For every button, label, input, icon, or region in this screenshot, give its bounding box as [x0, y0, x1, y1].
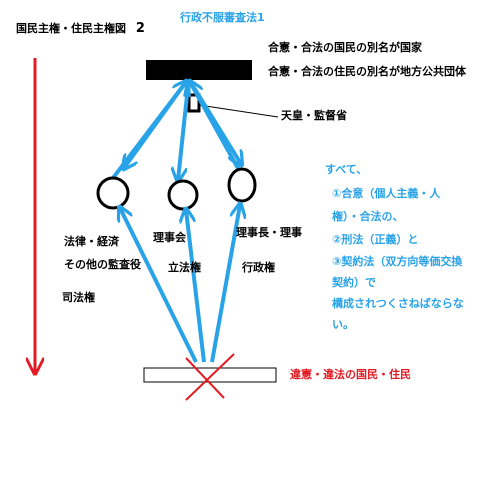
judicial-label: 司法権: [62, 291, 95, 304]
chair-label: 理事長・理事: [236, 226, 302, 239]
note-line: 権）・合法の、: [332, 210, 404, 223]
page-title-number: 2: [135, 21, 145, 36]
red-x-line-b: [185, 353, 235, 401]
local-government-label: 合憲・合法の住民の別名が地方公共団体: [268, 65, 466, 78]
left-label-a: 法律・経済: [64, 235, 119, 248]
note-line: い。: [332, 318, 354, 331]
arrow-bottom-to-judicial: [120, 208, 198, 363]
note-line: 契約）で: [332, 276, 376, 289]
emperor-label: 天皇・監督省: [281, 109, 347, 122]
note-line: 構成されつくさねばならな: [332, 297, 464, 310]
bottom-box: [143, 367, 277, 383]
note-line: すべて、: [325, 163, 368, 176]
page-title: 国民主権・住民主権図 2: [16, 21, 145, 36]
arrow-right-circle-to-top: [190, 82, 242, 173]
red-x-line-a: [185, 357, 225, 399]
circle-judicial: [96, 176, 130, 210]
arrow-bottom-to-legislative: [186, 210, 206, 363]
legislative-label: 立法権: [168, 261, 201, 274]
circle-executive: [227, 167, 257, 203]
unconstitutional-citizens-label: 違憲・違法の国民・住民: [290, 368, 411, 381]
state-label: 合憲・合法の国民の別名が国家: [268, 41, 422, 54]
executive-label: 行政権: [242, 261, 275, 274]
page-title-text: 国民主権・住民主権図: [16, 22, 126, 35]
circle-legislative: [167, 179, 199, 211]
note-line: ②刑法（正義）と: [332, 233, 419, 246]
note-line: ③契約法（双方向等価交換: [332, 255, 463, 268]
header-blue-label: 行政不服審査法1: [180, 11, 265, 24]
left-label-b: その他の監査役: [64, 258, 141, 271]
note-line: ①合意（個人主義・人: [332, 187, 441, 200]
arrow-left-circle-to-top: [111, 82, 186, 180]
arrow-top-to-middle-circle: [178, 85, 190, 180]
top-state-bar: [146, 60, 252, 80]
board-label: 理事会: [153, 231, 186, 244]
emperor-leader-line: [198, 104, 279, 118]
arrow-bottom-to-executive: [210, 205, 240, 363]
